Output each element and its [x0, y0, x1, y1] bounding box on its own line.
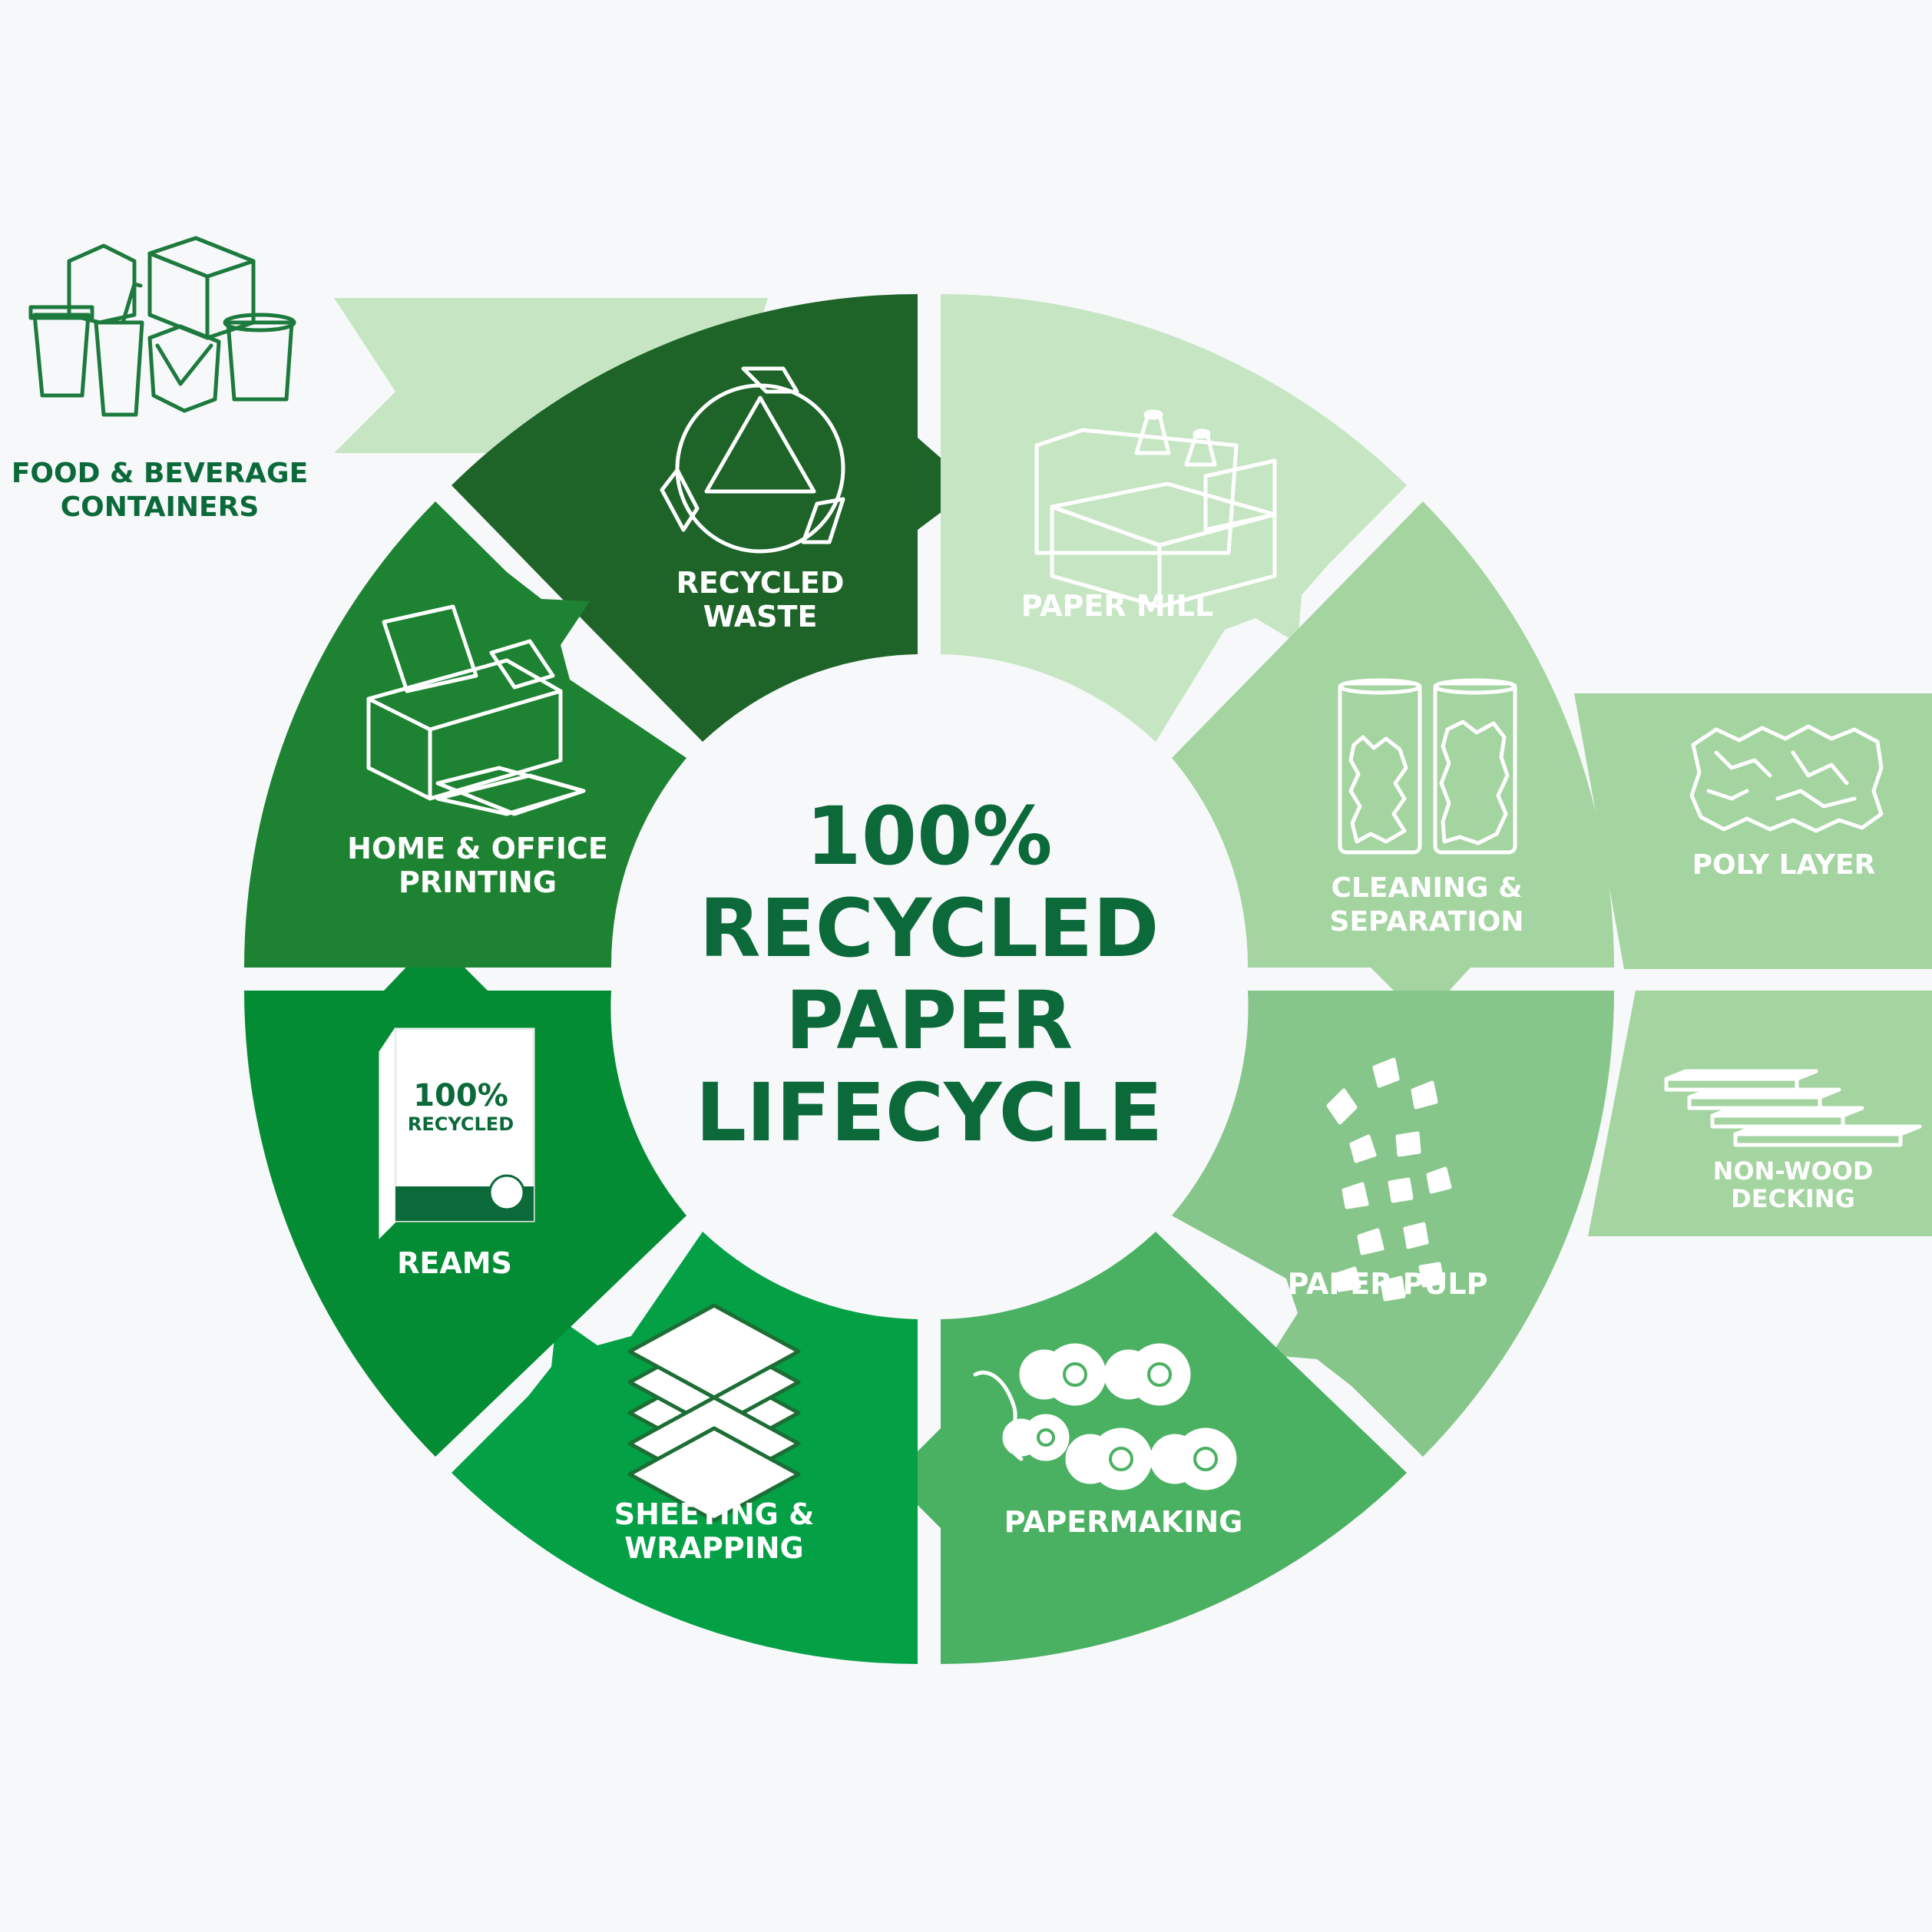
poly-layer-band	[1574, 693, 1932, 969]
label-recycled-waste-line-1: RECYCLED	[677, 566, 845, 600]
ream-icon: 100% RECYCLED	[379, 1027, 535, 1239]
poly-icon	[1689, 724, 1884, 833]
segment-paper-pulp	[1172, 991, 1614, 1457]
label-sheeting-wrapping-line-2: WRAPPING	[624, 1531, 803, 1565]
factory-icon	[1034, 409, 1277, 609]
rollers-icon	[973, 1343, 1237, 1490]
segment-home-office-printing	[244, 501, 686, 968]
planks-icon	[1664, 1069, 1922, 1147]
title-line-4: LIFECYCLE	[696, 1066, 1163, 1160]
title-line-2: RECYCLED	[699, 882, 1159, 975]
label-non-wood-decking-line-2: DECKING	[1731, 1184, 1855, 1213]
label-recycled-waste-line-2: WASTE	[703, 600, 818, 634]
label-sheeting-wrapping-line-1: SHEETING &	[614, 1497, 815, 1531]
label-home-office-printing-line-1: HOME & OFFICE	[347, 832, 608, 865]
label-papermaking-line-1: PAPERMAKING	[1004, 1505, 1243, 1539]
segment-recycled-waste	[452, 294, 998, 742]
printer-icon	[366, 604, 586, 816]
label-paper-pulp-line-1: PAPER PULP	[1288, 1267, 1488, 1301]
label-food-beverage-line-2: CONTAINERS	[61, 491, 260, 523]
label-home-office-printing-line-2: PRINTING	[399, 865, 557, 899]
title-line-1: 100%	[806, 789, 1052, 883]
label-poly-layer-line-1: POLY LAYER	[1692, 849, 1876, 881]
cylinders-icon	[1338, 678, 1517, 855]
ream-box-line-2: RECYCLED	[408, 1113, 514, 1135]
label-cleaning-separation-line-1: CLEANING &	[1332, 872, 1523, 904]
label-cleaning-separation-line-2: SEPARATION	[1330, 906, 1524, 938]
containers-icon	[28, 236, 296, 417]
sheets-icon	[627, 1303, 801, 1523]
segment-cleaning-separation	[1172, 501, 1614, 1044]
title-line-3: PAPER	[786, 974, 1074, 1067]
pulp-icon	[1326, 1057, 1452, 1302]
label-food-beverage-line-1: FOOD & BEVERAGE	[12, 458, 308, 489]
label-non-wood-decking-line-1: NON-WOOD	[1713, 1156, 1874, 1186]
ream-box-line-1: 100%	[413, 1078, 508, 1113]
label-reams-line-1: REAMS	[397, 1246, 512, 1280]
label-paper-mill-line-1: PAPER MILL	[1021, 589, 1213, 623]
segment-paper-mill	[941, 294, 1407, 742]
recycle-icon	[660, 366, 845, 554]
